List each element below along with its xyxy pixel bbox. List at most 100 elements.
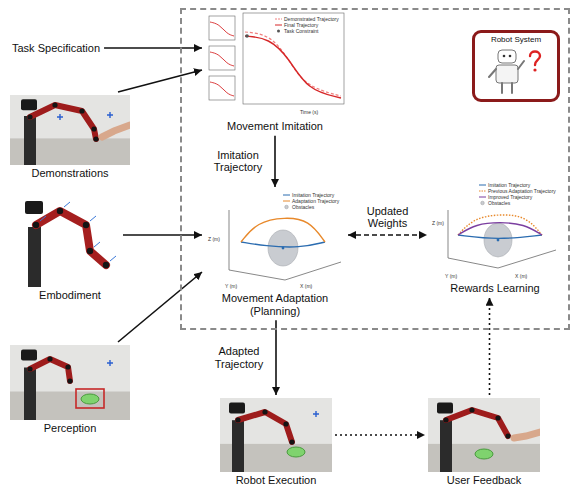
- flow-arrow: [123, 234, 202, 236]
- flow-arrow: [489, 298, 491, 395]
- plot-frame: [243, 13, 344, 104]
- node-caption: Robot Execution: [220, 474, 332, 487]
- input-text: Task Specification: [12, 40, 100, 56]
- plot-annotation: X (m): [300, 283, 312, 289]
- edge-label: Updated Weights: [358, 204, 418, 231]
- figure-background: [20, 195, 120, 287]
- node-caption: Embodiment: [20, 289, 120, 302]
- feedback-photo: User Feedback: [428, 398, 540, 487]
- robot-head: [229, 402, 245, 413]
- green-bowl: [287, 447, 305, 457]
- human-arm: [102, 125, 130, 137]
- axis-line: [448, 210, 449, 258]
- photo-background: [10, 95, 130, 165]
- robot-head: [25, 201, 43, 214]
- trajectory-curve: [458, 215, 542, 235]
- robot-pedestal: [440, 420, 452, 472]
- edge-label: Adapted Trajectory: [208, 344, 270, 371]
- robot-joint: [47, 356, 52, 361]
- robot-joint: [91, 126, 96, 131]
- trajectory-curve: [241, 242, 325, 247]
- robot-pedestal: [232, 420, 244, 472]
- robot-joint: [27, 114, 32, 119]
- robot-icon-eye: [509, 55, 512, 58]
- legend-sample: [481, 201, 485, 205]
- robot-head: [437, 402, 453, 413]
- robot-joint: [469, 407, 474, 412]
- embodiment-figure: Embodiment: [20, 195, 120, 302]
- node-caption: Perception: [10, 422, 130, 435]
- node-caption: User Feedback: [428, 474, 540, 487]
- input-label: Task Specification: [12, 40, 100, 56]
- photo-background: [10, 345, 130, 420]
- legend-sample: [479, 197, 486, 198]
- robot-joint: [79, 108, 84, 113]
- demonstration-photo: Demonstrations: [10, 95, 130, 180]
- green-bowl: [81, 394, 99, 404]
- legend-sample: [283, 195, 290, 196]
- robot-head: [21, 350, 37, 361]
- execution-photo: Robot Execution: [220, 398, 332, 487]
- legend-sample: [275, 25, 282, 26]
- legend-sample: [277, 30, 280, 33]
- robot-joint: [505, 433, 510, 438]
- robot-arm: [36, 211, 106, 265]
- subplot-frame: [209, 76, 235, 100]
- plot-annotation: Adaptation Trajectory: [292, 198, 339, 204]
- obstacle: [268, 230, 298, 266]
- robot-joint: [93, 136, 98, 141]
- plot-annotation: Task Constraint: [284, 28, 318, 34]
- robot-icon-limbs: [489, 61, 524, 93]
- subplot-frame: [209, 46, 235, 70]
- adaptation-plot: [205, 190, 345, 290]
- flow-arrow: [275, 320, 277, 395]
- blue-marker: [107, 112, 113, 118]
- node-caption: Movement Adaptation (Planning): [205, 292, 345, 317]
- plot-annotation: Y (m): [445, 273, 457, 279]
- plot-annotation: Z (m): [208, 236, 220, 242]
- legend-sample: [275, 19, 282, 20]
- human-arm: [514, 432, 540, 438]
- robot-joint: [57, 208, 63, 214]
- joint-axis: [90, 216, 96, 221]
- plot-annotation: Improved Trajectory: [488, 194, 532, 200]
- trajectory-curve: [458, 223, 542, 235]
- robot-joint: [87, 248, 93, 254]
- question-mark-dot: [533, 68, 536, 71]
- plot-annotation: Obstacles: [488, 200, 510, 206]
- subplot-curve: [210, 22, 234, 36]
- plot-annotation: Time (s): [300, 109, 318, 115]
- subplot-curve: [210, 52, 234, 66]
- robot-joint: [495, 415, 500, 420]
- robot-joint: [443, 417, 448, 422]
- flow-arrow: [118, 272, 202, 342]
- trajectory-curve: [458, 235, 542, 238]
- robot-pedestal: [24, 368, 36, 421]
- joint-axis: [64, 202, 70, 207]
- robot-joint: [283, 421, 288, 426]
- robot-arm: [30, 359, 70, 381]
- robot-arm: [446, 410, 508, 436]
- perception-photo: Perception: [10, 345, 130, 435]
- photo-background: [220, 398, 332, 472]
- flow-arrow: [335, 434, 425, 436]
- plot-annotation: X (m): [515, 273, 527, 279]
- plot-annotation: Final Trajectory: [284, 22, 318, 28]
- robot-joint: [65, 364, 70, 369]
- node-caption: Movement Imitation: [205, 120, 345, 133]
- legend-sample: [285, 205, 289, 209]
- plot-annotation: Z (m): [432, 220, 444, 226]
- robot-arm: [238, 412, 292, 442]
- flow-arrow: [104, 47, 202, 49]
- question-mark: [530, 52, 540, 66]
- robot-icon: [476, 46, 556, 96]
- demonstration-photo: [10, 95, 130, 165]
- system-badge: Robot System: [472, 30, 560, 102]
- joint-axis: [40, 216, 46, 221]
- execution-photo: [220, 398, 332, 472]
- legend-sample: [479, 185, 486, 186]
- trajectory-curve: [241, 218, 325, 242]
- edge-label: Imitation Trajectory: [207, 148, 269, 175]
- robot-pedestal: [28, 227, 41, 287]
